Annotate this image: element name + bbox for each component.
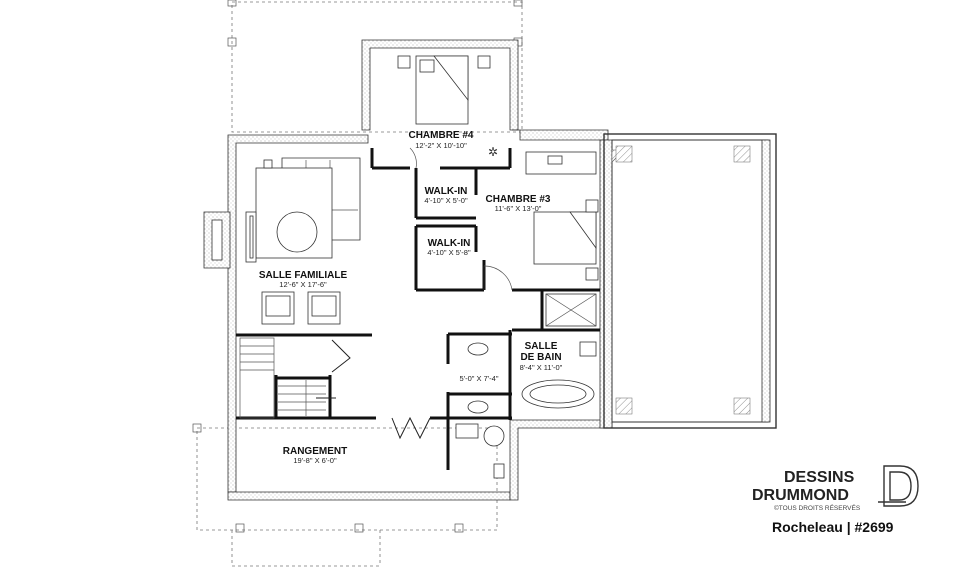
porch-bottom-outline — [192, 423, 498, 567]
doors — [409, 147, 513, 291]
svg-text:19'-8" X 6'-0": 19'-8" X 6'-0" — [293, 456, 337, 465]
room-label-salle-de-bain: SALLE DE BAIN 8'-4" X 11'-0" — [520, 341, 563, 372]
garage-slab — [603, 133, 777, 429]
room-label-salle-familiale: SALLE FAMILIALE 12'-6" X 17'-6" — [259, 270, 348, 289]
svg-text:11'-6" X 13'-0": 11'-6" X 13'-0" — [495, 204, 542, 213]
svg-text:DESSINS: DESSINS — [784, 469, 855, 486]
svg-text:12'-6" X 17'-6": 12'-6" X 17'-6" — [279, 280, 327, 289]
chambre4-furniture: ✲ — [397, 55, 498, 159]
porch-top-outline — [227, 0, 523, 133]
svg-text:RANGEMENT: RANGEMENT — [283, 446, 347, 457]
svg-text:©TOUS DROITS RÉSERVÉS: ©TOUS DROITS RÉSERVÉS — [774, 503, 861, 512]
svg-text:4'-10" X 5'-0": 4'-10" X 5'-0" — [424, 196, 468, 205]
svg-text:CHAMBRE #3: CHAMBRE #3 — [485, 194, 550, 205]
svg-text:8'-4" X 11'-0": 8'-4" X 11'-0" — [520, 363, 563, 372]
svg-text:DRUMMOND: DRUMMOND — [752, 487, 849, 504]
room-label-vanity: 5'-0" X 7'-4" — [459, 374, 498, 383]
family-room-furniture — [245, 157, 361, 325]
room-label-walkin-2: WALK-IN 4'-10" X 5'-8" — [427, 238, 471, 257]
chambre3-furniture — [525, 151, 599, 281]
svg-text:✲: ✲ — [488, 145, 498, 159]
room-label-chambre3: CHAMBRE #3 11'-6" X 13'-0" — [485, 194, 550, 213]
svg-text:DE BAIN: DE BAIN — [520, 352, 561, 363]
svg-text:CHAMBRE #4: CHAMBRE #4 — [408, 130, 473, 141]
foundation-walls — [203, 39, 613, 501]
svg-text:SALLE: SALLE — [525, 341, 558, 352]
bathroom-fixtures — [455, 293, 597, 479]
stairs — [239, 337, 431, 440]
brand-logo: DESSINS DRUMMOND ©TOUS DROITS RÉSERVÉS — [752, 465, 919, 512]
room-label-chambre4: CHAMBRE #4 12'-2" X 10'-10" — [408, 130, 473, 150]
svg-text:4'-10" X 5'-8": 4'-10" X 5'-8" — [427, 248, 471, 257]
svg-text:SALLE FAMILIALE: SALLE FAMILIALE — [259, 270, 348, 281]
svg-text:WALK-IN: WALK-IN — [425, 186, 468, 197]
room-label-rangement: RANGEMENT 19'-8" X 6'-0" — [283, 446, 347, 465]
drummond-d-icon — [883, 465, 919, 507]
room-label-walkin-1: WALK-IN 4'-10" X 5'-0" — [424, 186, 468, 205]
svg-text:5'-0" X 7'-4": 5'-0" X 7'-4" — [459, 374, 498, 383]
plan-caption: Rocheleau | #2699 — [772, 519, 894, 535]
svg-text:12'-2" X 10'-10": 12'-2" X 10'-10" — [415, 141, 467, 150]
svg-text:WALK-IN: WALK-IN — [428, 238, 471, 249]
interior-walls — [236, 148, 600, 470]
